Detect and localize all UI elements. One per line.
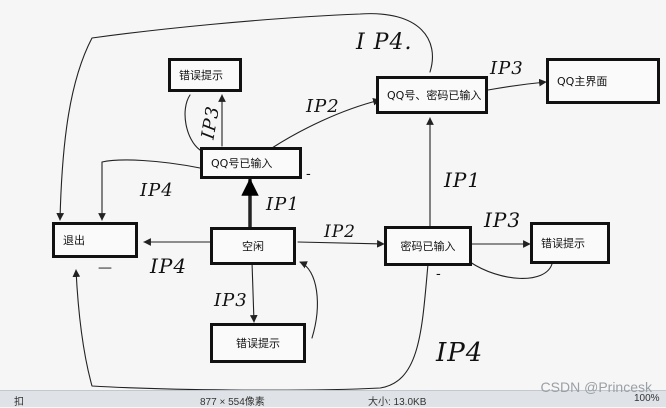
- label-ip1-to-both: IP1: [444, 168, 482, 192]
- watermark: CSDN @Princesk: [540, 379, 652, 395]
- node-error-bottom: 错误提示: [210, 323, 306, 363]
- node-qq-main: QQ主界面: [546, 58, 660, 104]
- node-error-right: 错误提示: [530, 222, 610, 264]
- label-ip4-top: I P4.: [356, 30, 413, 55]
- edge-both-to-exit-top: [56, 13, 434, 221]
- edge-qq-to-exit: [98, 159, 201, 221]
- label-ip3-right-error: IP3: [484, 208, 522, 232]
- edge-idle-to-error-bottom: [249, 261, 258, 323]
- mark-dash-pwd: -: [436, 266, 442, 282]
- mark-dash-qq: -: [306, 166, 312, 182]
- label-ip2-to-pwd: IP2: [324, 222, 356, 242]
- label-ip3-main: IP3: [490, 58, 524, 79]
- edge-qq-to-both: [271, 97, 381, 149]
- label-ip4-to-exit: IP4: [150, 254, 188, 278]
- mark-dash-exit: —: [98, 260, 113, 276]
- node-both-entered: QQ号、密码已输入: [376, 76, 488, 114]
- node-idle: 空闲: [210, 227, 296, 265]
- edge-both-to-main: [487, 78, 547, 91]
- label-ip1-to-qq: IP1: [266, 194, 300, 215]
- image-viewer-statusbar: 扣 877 × 554像素 大小: 13.0KB 100%: [0, 390, 666, 408]
- label-ip3-lower-error: IP3: [214, 290, 248, 311]
- label-ip2: IP2: [306, 96, 340, 117]
- edge-error-top-back: [184, 94, 201, 151]
- edge-idle-to-pwd: [297, 239, 385, 248]
- node-qq-entered: QQ号已输入: [200, 147, 302, 179]
- node-error-top: 错误提示: [168, 58, 242, 92]
- label-ip4-bottom: IP4: [436, 338, 484, 368]
- node-exit: 退出: [52, 222, 138, 258]
- label-ip4-from-qq: IP4: [140, 180, 174, 201]
- statusbar-dimensions: 877 × 554像素: [200, 397, 265, 408]
- statusbar-zoom: 100%: [634, 393, 660, 404]
- node-pwd-entered: 密码已输入: [384, 226, 472, 266]
- statusbar-filesize: 大小: 13.0KB: [368, 397, 427, 408]
- statusbar-seg1: 扣: [14, 397, 24, 408]
- edge-error-right-back: [469, 261, 553, 279]
- edge-error-bottom-back: [299, 261, 318, 339]
